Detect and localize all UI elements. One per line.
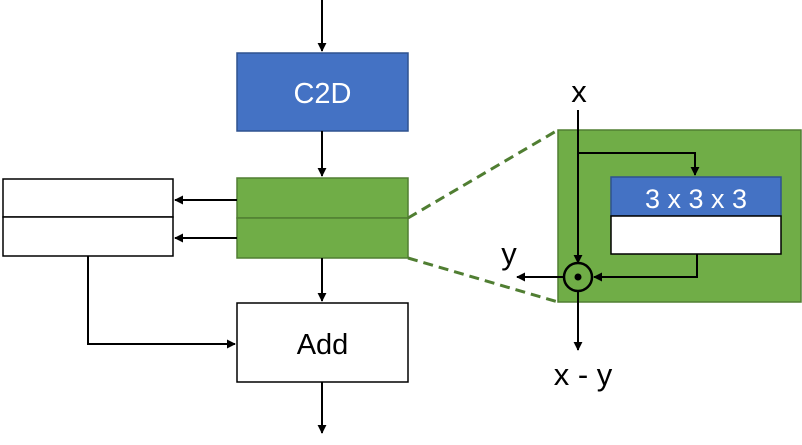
gate-output-label: y [501,236,517,271]
zoom-line-top [407,128,559,220]
result-label: x - y [554,357,613,392]
left-block-top [2,178,174,218]
kernel-block-top [610,176,782,217]
inset-input-label: x [571,74,587,109]
green-block-top [236,177,409,219]
kernel-label: 3 x 3 x 3 [645,184,747,214]
left-block-bottom [2,216,174,257]
green-block-bottom [236,217,409,259]
add-label: Add [297,329,349,361]
zoom-line-bottom [407,256,559,304]
c2d-label: C2D [293,78,351,110]
gate-dot-icon [574,273,582,281]
arrow-x-to-kernel [578,152,700,176]
arrow-kernel-to-gate [593,254,698,282]
kernel-block-bottom [610,215,782,255]
arrow-left-to-add [87,256,236,349]
